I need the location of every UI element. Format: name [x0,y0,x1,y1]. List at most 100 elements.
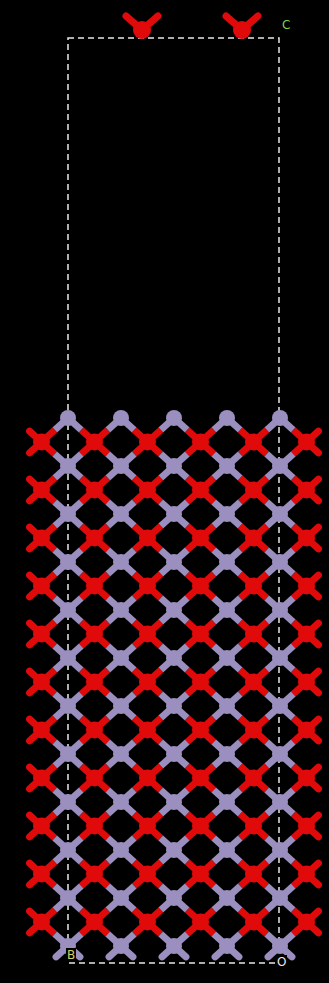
mn-atom [60,650,76,666]
o-atom [245,626,262,643]
mn-atom [166,698,182,714]
axis-label-o: O [276,955,287,969]
o-atom [245,866,262,883]
mn-atom [113,410,129,426]
o-atom [298,434,315,451]
o-atom [192,674,209,691]
o-atom [139,722,156,739]
o-atom [139,818,156,835]
mn-atom [166,458,182,474]
o-atom [139,770,156,787]
mn-atom [60,746,76,762]
mn-atom [60,698,76,714]
o-atom [139,578,156,595]
o-atom [298,818,315,835]
mn-atom [272,794,288,810]
o-atom [86,770,103,787]
mn-atom [113,458,129,474]
mn-atom [272,698,288,714]
mn-atom [219,650,235,666]
o-atom [139,674,156,691]
o-atom [86,434,103,451]
o-atom [33,818,50,835]
o-atom [245,578,262,595]
o-atom [245,914,262,931]
mn-atom [60,410,76,426]
o-atom [298,674,315,691]
mn-atom [113,794,129,810]
mn-atom [166,650,182,666]
o-atom [298,914,315,931]
o-atom [245,770,262,787]
mn-atom [219,938,235,954]
bonds [42,418,307,946]
o-atom [192,818,209,835]
mn-atom [272,938,288,954]
o-atom [86,482,103,499]
o-atom [33,866,50,883]
mn-atom [60,890,76,906]
mn-atom [166,890,182,906]
mn-atom [113,842,129,858]
o-atom [33,626,50,643]
o-atom [33,914,50,931]
o-atom [298,578,315,595]
o-atom [86,626,103,643]
mn-atom [113,698,129,714]
o-atom [139,482,156,499]
o-atom [245,818,262,835]
o-atom [139,626,156,643]
mn-atom [166,410,182,426]
mn-atom [166,938,182,954]
unit-cell [68,38,279,963]
o-atom [298,722,315,739]
mn-atom [166,554,182,570]
o-atom [139,866,156,883]
o-atom [192,482,209,499]
o-atom [245,434,262,451]
mn-atom [113,602,129,618]
mn-atom [113,938,129,954]
mn-atom [60,554,76,570]
mn-atom [60,602,76,618]
mn-atom [166,842,182,858]
mn-atom [219,602,235,618]
mn-atom [166,746,182,762]
o-atom [192,914,209,931]
mn-atom [166,794,182,810]
mn-atom [272,890,288,906]
o-atom [298,626,315,643]
o-atom [245,482,262,499]
mn-atom [219,842,235,858]
mn-atom [272,506,288,522]
mn-atom [219,746,235,762]
o-atom [192,434,209,451]
axis-label-b: B [66,948,76,962]
mn-atom [272,746,288,762]
mn-atom [113,650,129,666]
o-atom [192,866,209,883]
o-atom [192,530,209,547]
o-atom [192,578,209,595]
oxygen-group [126,16,158,39]
o-atom [139,434,156,451]
o-atom [33,722,50,739]
o-atom [298,866,315,883]
o-atom [33,482,50,499]
mn-atom [60,506,76,522]
o-atom [298,530,315,547]
o-atom [33,674,50,691]
mn-atom [272,602,288,618]
mn-atom [60,842,76,858]
axis-label-c: C [281,18,291,32]
o-atom [245,674,262,691]
o-atom [33,530,50,547]
mn-atom [219,794,235,810]
mn-atom [60,458,76,474]
o-atom [33,434,50,451]
o-atom [86,818,103,835]
o-atom [86,866,103,883]
o-atom [298,770,315,787]
o-atom [298,482,315,499]
